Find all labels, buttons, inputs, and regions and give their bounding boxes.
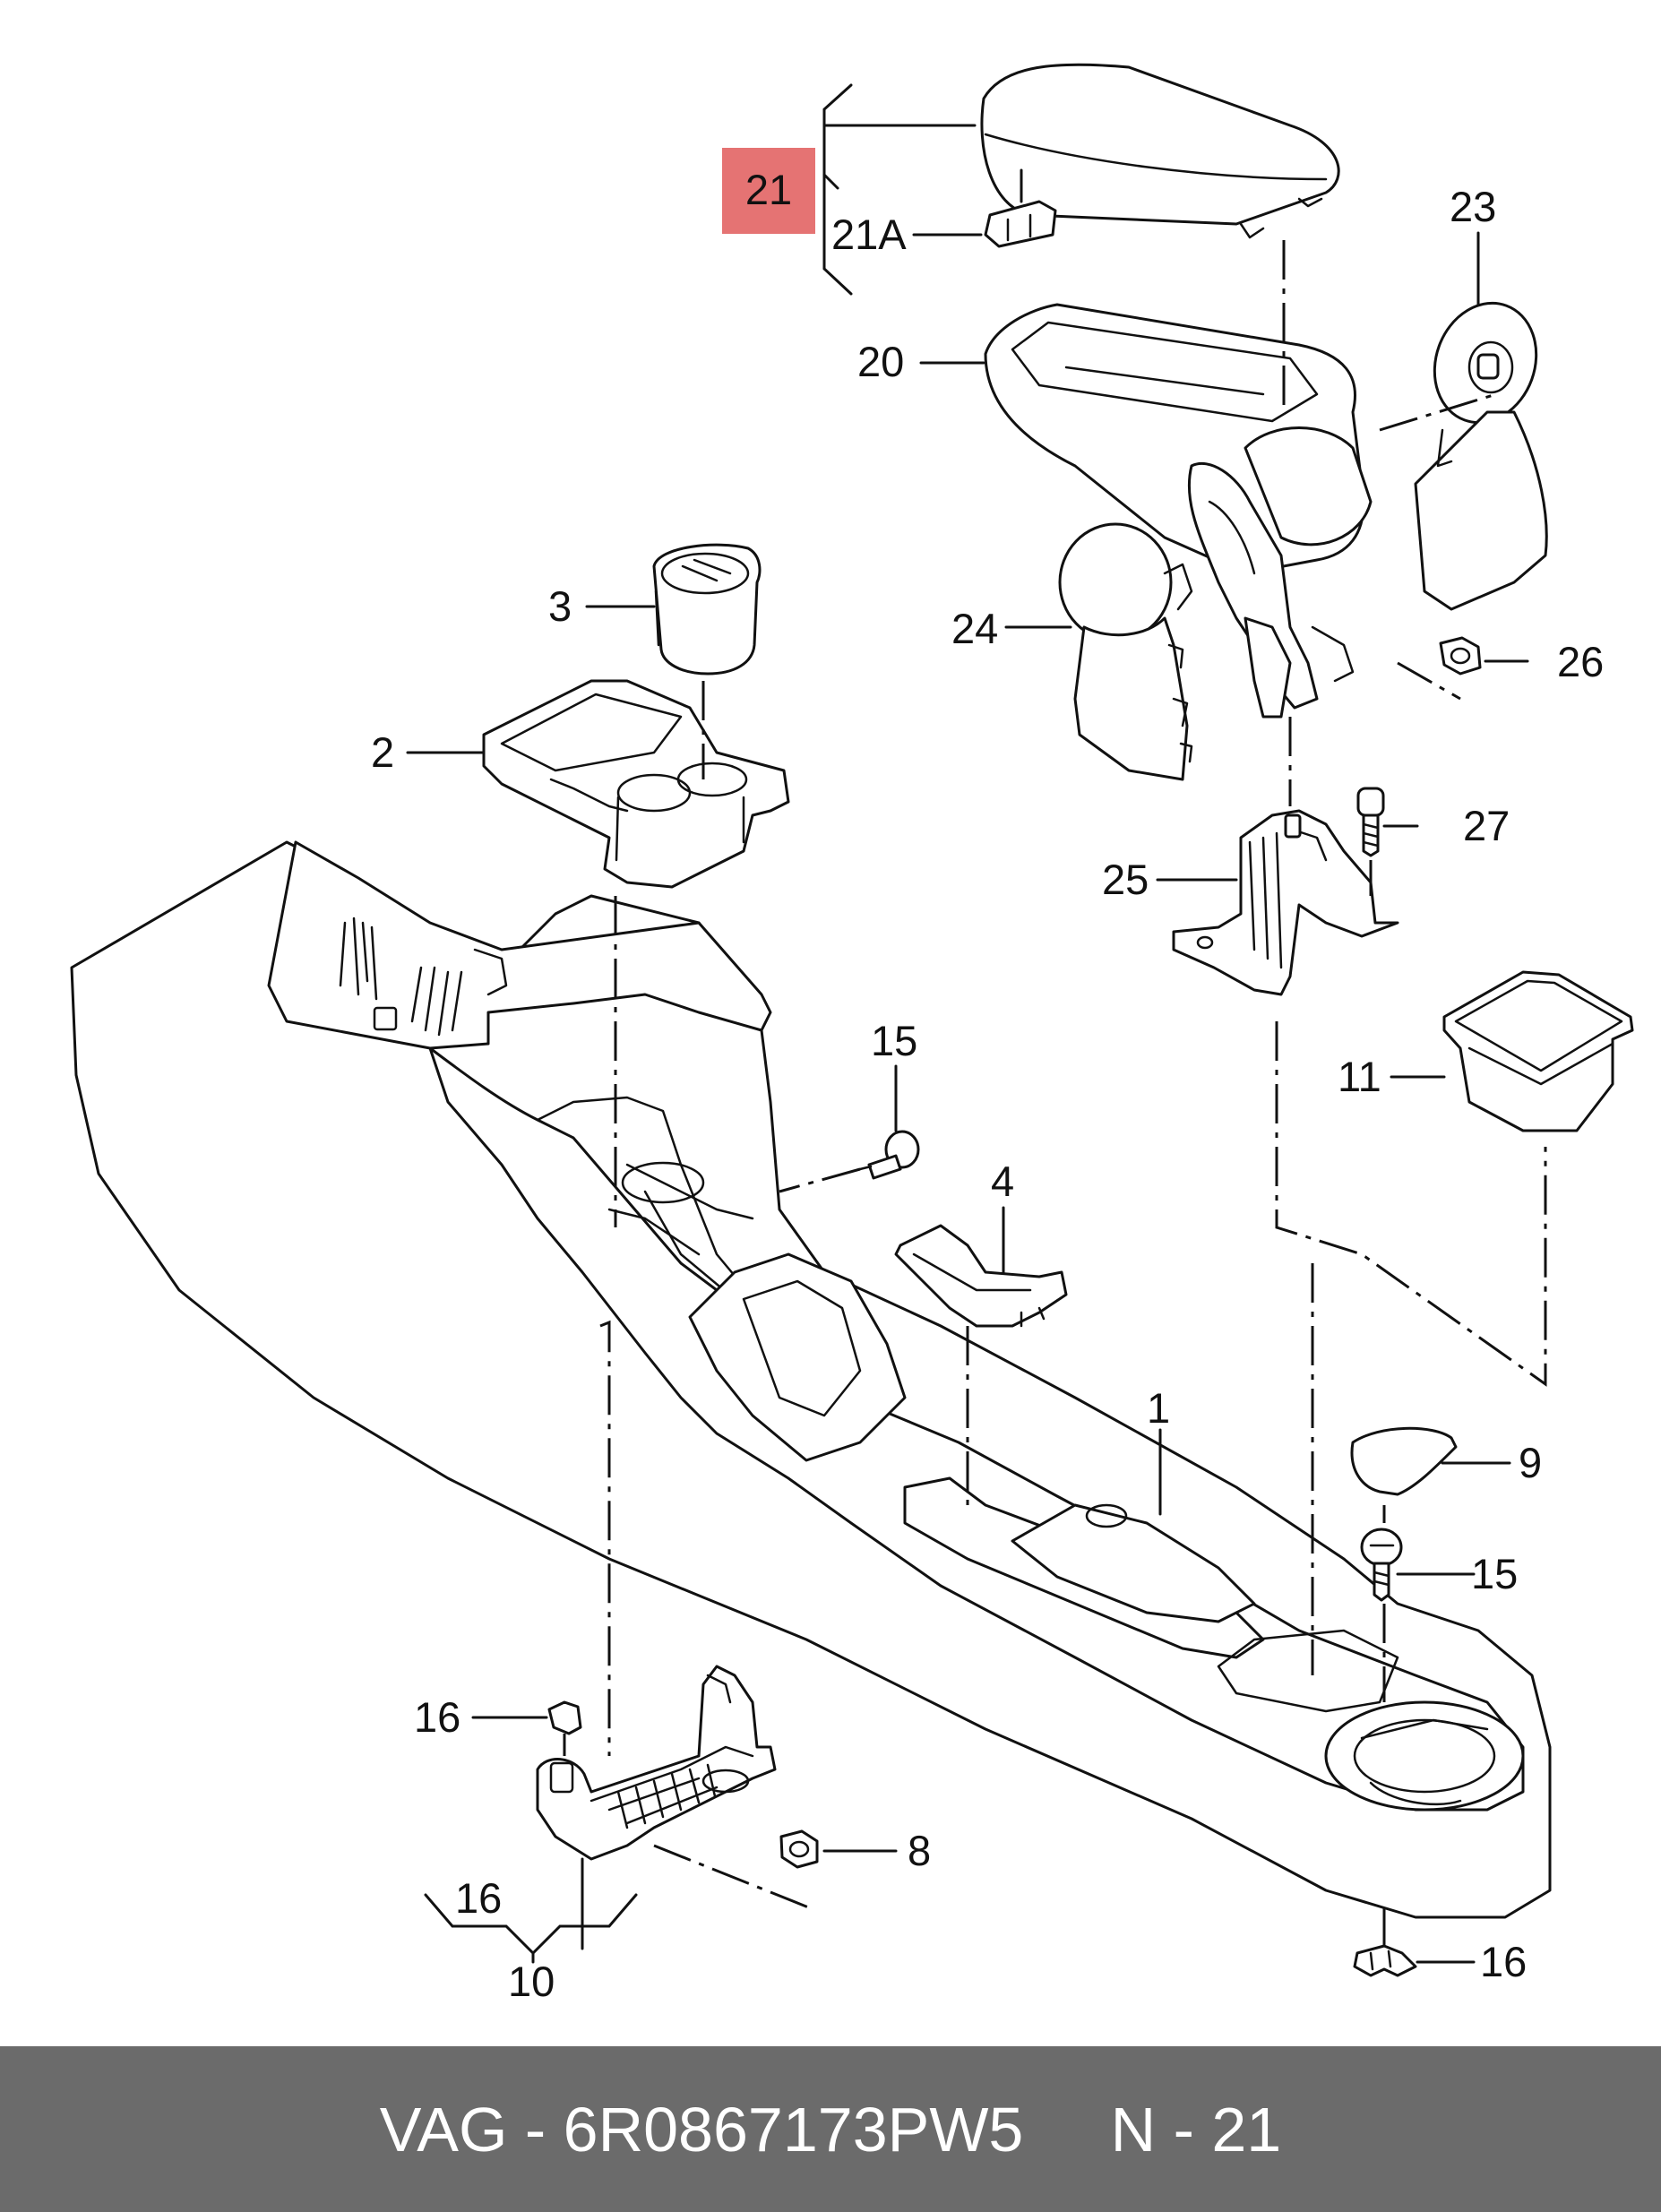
parts-diagram: 21 21A 20 23 3 24 26 2 27 25 15 11 4 1 9… [70,63,1634,2005]
rear-tray [536,1665,777,1861]
callout-9: 9 [1519,1439,1542,1486]
callout-16-group: 16 [455,1874,502,1922]
footer-part-number: 6R0867173PW5 [563,2094,1024,2165]
callout-11: 11 [1338,1053,1381,1100]
callout-1: 1 [1147,1384,1170,1432]
cup-insert [652,543,762,676]
assembly-lines [563,240,1547,1946]
storage-box [984,303,1373,719]
callout-4: 4 [991,1158,1014,1205]
coin-tray [1442,970,1634,1132]
callout-27: 27 [1463,802,1510,849]
footer-gap [1023,2094,1110,2165]
round-cap-9 [1350,1426,1458,1496]
bolt-27 [1356,787,1385,857]
callout-26: 26 [1557,638,1604,685]
callout-20: 20 [857,338,904,385]
side-cap [1433,301,1538,425]
lid-clip-21a [984,200,1057,248]
cup-holder-tray [482,679,790,889]
screw-15-upper [858,1130,920,1180]
callout-8: 8 [908,1827,931,1874]
armrest-lid [980,63,1340,239]
callout-16-left: 16 [414,1693,460,1741]
footer-brand: VAG [379,2094,508,2165]
callout-21a: 21A [831,211,907,258]
clip-16-bottom [1353,1944,1417,1977]
side-cover [1414,410,1548,611]
callout-labels: 21 21A 20 23 3 24 26 2 27 25 15 11 4 1 9… [371,166,1604,2005]
footer-diagram-ref: N - 21 [1110,2094,1282,2165]
nut-8 [779,1829,819,1869]
callout-15-lower: 15 [1471,1550,1518,1597]
callout-3: 3 [548,582,572,630]
center-console [70,840,1552,1919]
footer-bar: VAG - 6R0867173PW5 N - 21 [0,2046,1661,2212]
leader-lines [406,231,1529,1964]
callout-23: 23 [1450,183,1496,230]
footer-separator: - [507,2094,564,2165]
clip-16-left [547,1700,582,1735]
callout-10: 10 [508,1958,555,2005]
trim-clip [894,1224,1068,1328]
hinge-handle [1058,522,1193,781]
callout-15-upper: 15 [871,1017,917,1064]
callout-2: 2 [371,728,394,776]
callout-21: 21 [745,166,792,213]
callout-21-highlight [722,148,815,234]
callout-24: 24 [951,605,998,652]
screw-15-lower [1360,1528,1403,1602]
callout-16-bottom: 16 [1480,1938,1527,1985]
callout-25: 25 [1102,856,1149,903]
nut-26 [1439,636,1482,676]
group-bracket-21 [822,83,853,296]
mount-bracket [1172,809,1399,996]
